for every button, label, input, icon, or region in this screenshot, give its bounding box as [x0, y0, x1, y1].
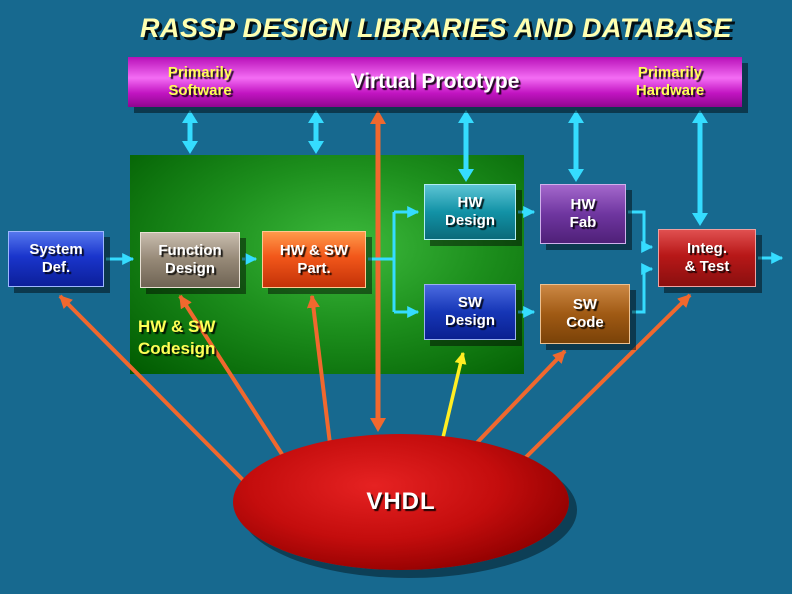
arrow-bar-to-hw-fab — [568, 110, 584, 182]
box-system-def: System Def. — [8, 231, 104, 287]
box-function-design: Function Design — [140, 232, 240, 288]
box-integ-test-label: Integ. & Test — [684, 240, 730, 275]
box-hw-fab-label: HW Fab — [569, 196, 597, 231]
primarily-hardware-label: Primarily Hardware — [635, 64, 705, 99]
box-hw-design-label: HW Design — [444, 194, 495, 229]
codesign-label: HW & SW Codesign — [138, 317, 216, 359]
box-sw-code-label: SW Code — [566, 296, 604, 331]
vhdl-ellipse: VHDL — [233, 434, 569, 570]
primarily-software-label: Primarily Software — [167, 64, 233, 99]
virtual-prototype-bar: Primarily Software Virtual Prototype Pri… — [128, 57, 742, 107]
box-sw-code: SW Code — [540, 284, 630, 344]
arrow-bar-to-codesign-right — [308, 110, 324, 154]
vhdl-label: VHDL — [366, 488, 436, 515]
arrow-sw-code-to-integ-test — [632, 263, 654, 314]
virtual-prototype-label: Virtual Prototype — [350, 70, 520, 93]
arrow-bar-to-integ-test — [692, 110, 708, 226]
box-hw-fab: HW Fab — [540, 184, 626, 244]
box-sw-design-label: SW Design — [444, 294, 495, 329]
box-sw-design: SW Design — [424, 284, 516, 340]
box-function-design-label: Function Design — [158, 242, 222, 277]
box-hw-design: HW Design — [424, 184, 516, 240]
arrow-bar-to-codesign-left — [182, 110, 198, 154]
arrow-hw-fab-to-integ-test — [628, 210, 654, 253]
box-hw-sw-part: HW & SW Part. — [262, 231, 366, 288]
box-system-def-label: System Def. — [29, 241, 83, 276]
box-hw-sw-part-label: HW & SW Part. — [279, 241, 349, 277]
diagram-title: RASSP DESIGN LIBRARIES AND DATABASE — [139, 13, 733, 43]
box-integ-test: Integ. & Test — [658, 229, 756, 287]
